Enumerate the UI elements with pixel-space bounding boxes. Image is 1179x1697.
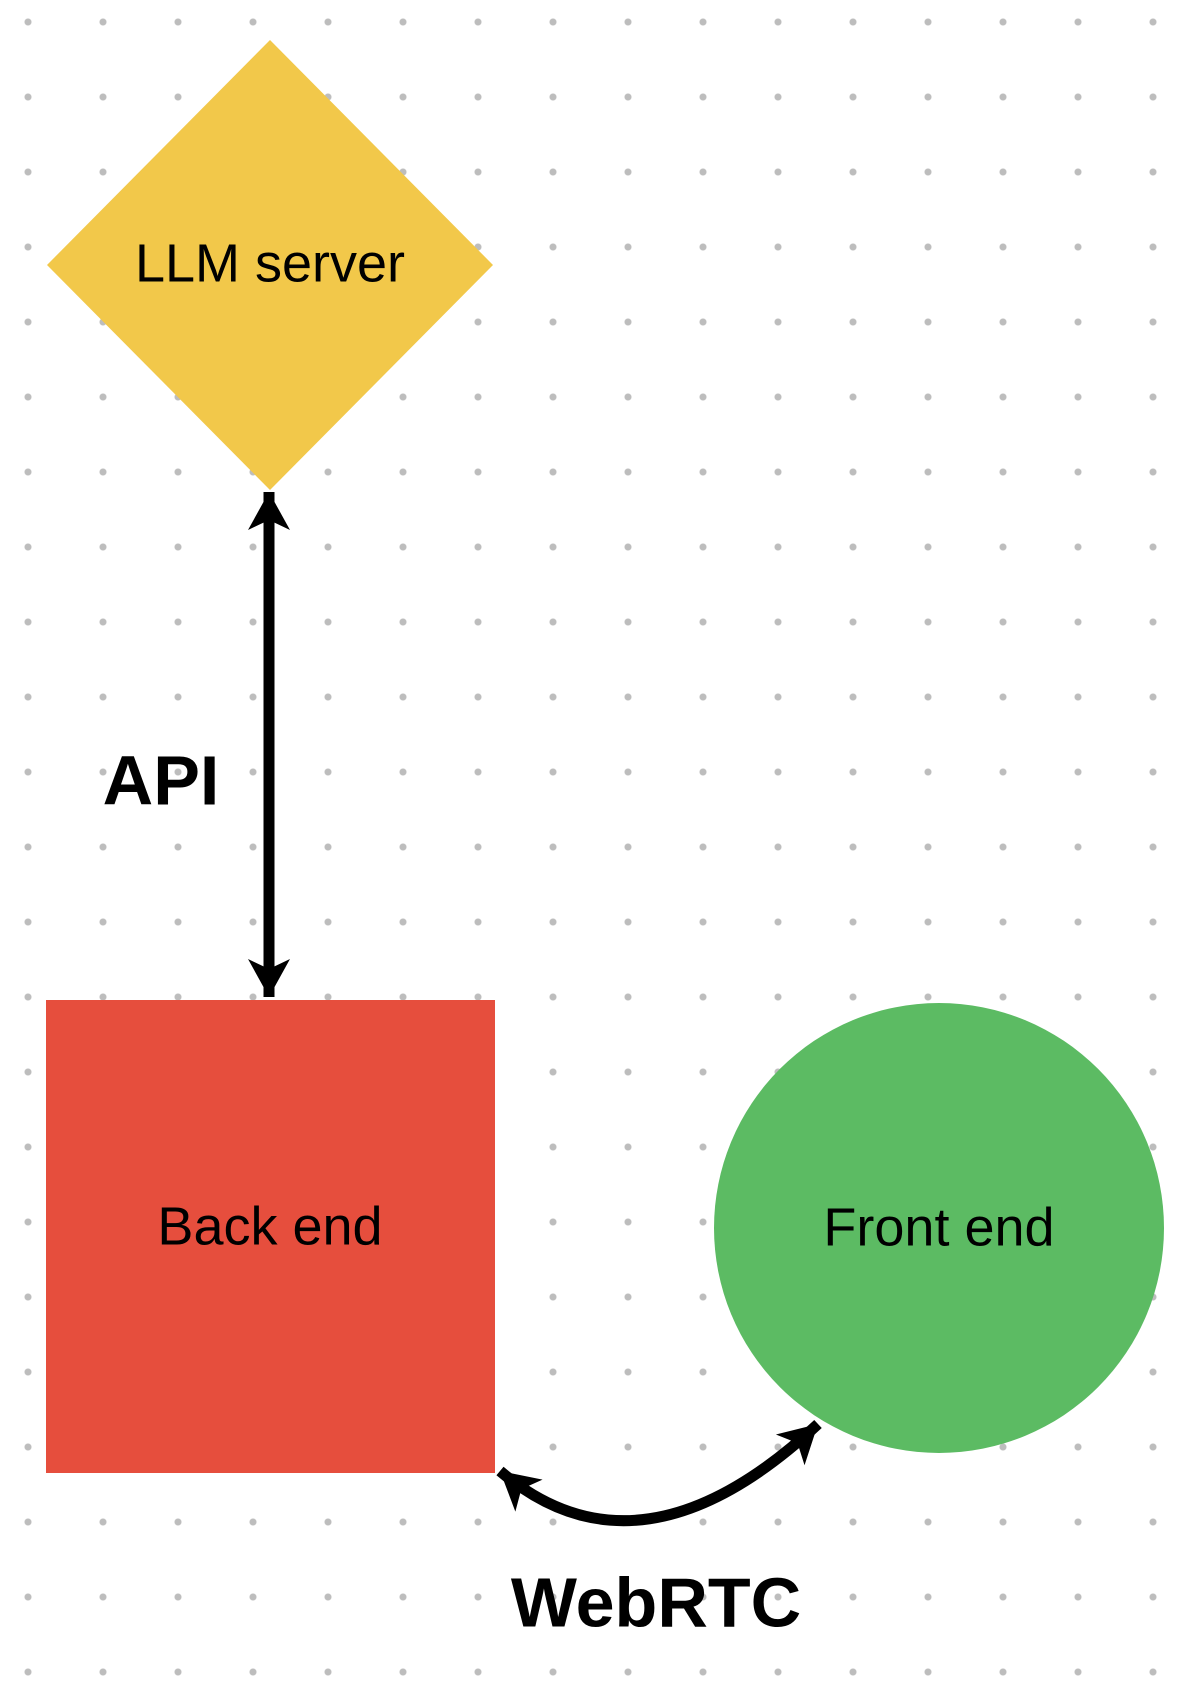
- back-end-square[interactable]: [46, 1000, 495, 1473]
- llm-server-diamond[interactable]: [47, 40, 493, 490]
- connector-webrtc-arrow[interactable]: [496, 1419, 822, 1527]
- webrtc-connector-label[interactable]: WebRTC: [510, 1563, 802, 1642]
- back-end-label[interactable]: Back end: [157, 1196, 383, 1257]
- api-connector-label[interactable]: API: [102, 741, 220, 820]
- llm-server-label[interactable]: LLM server: [134, 233, 406, 294]
- front-end-circle[interactable]: [714, 1003, 1164, 1453]
- front-end-label[interactable]: Front end: [823, 1197, 1055, 1258]
